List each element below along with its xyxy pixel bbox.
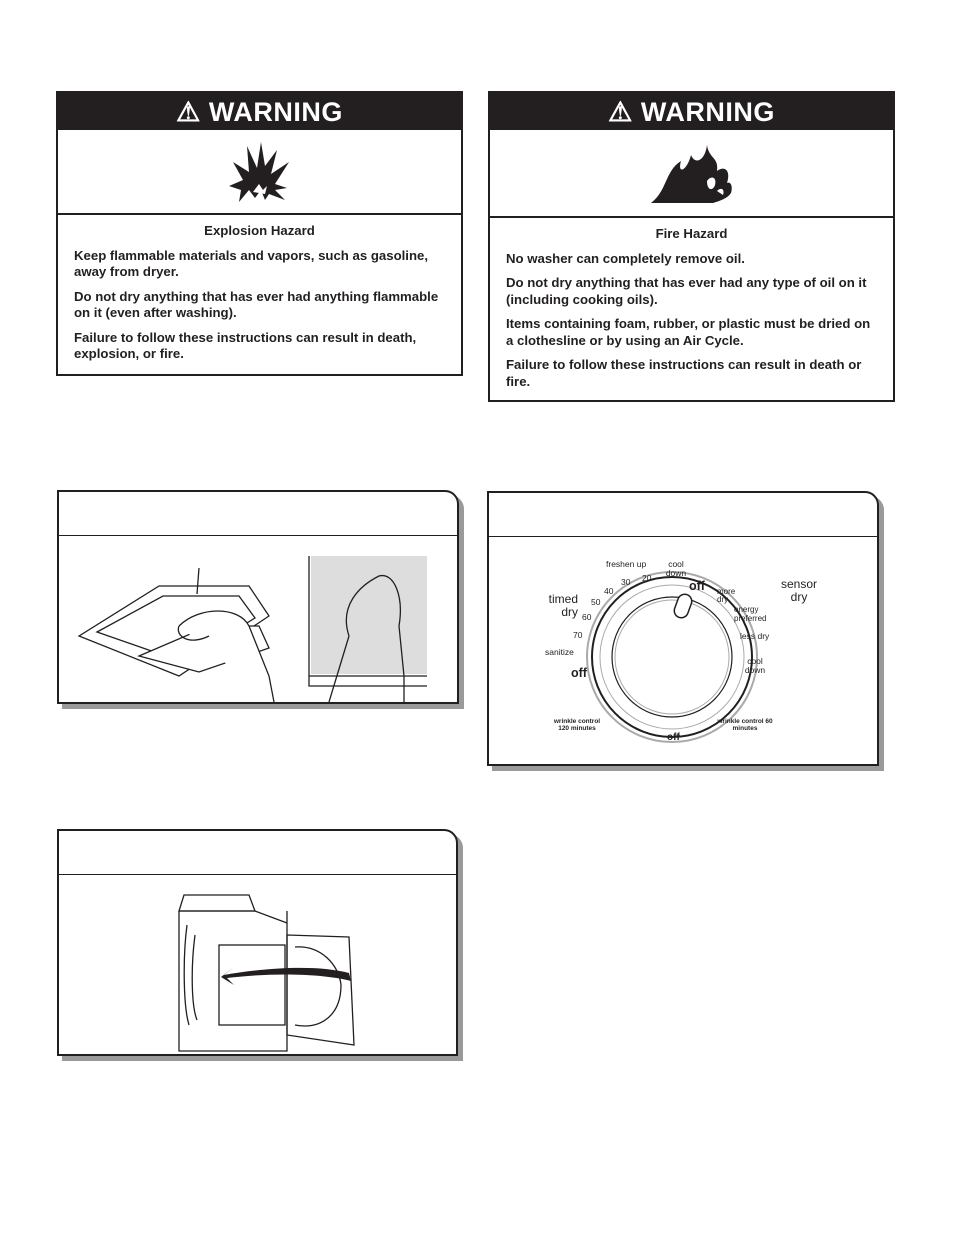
lint-screen-illustration (77, 556, 427, 703)
warning-header-text: WARNING (640, 97, 775, 127)
dial-label-sanitize: sanitize (545, 647, 574, 657)
dial-label-freshen-up: freshen up (606, 559, 647, 569)
dial-label-30: 30 (621, 577, 631, 587)
cycle-dial-panel (487, 491, 879, 766)
dial-label-sensor-dry: sensor dry (780, 577, 818, 604)
explosion-icon (58, 130, 461, 215)
warning-header: ⚠ WARNING (58, 93, 461, 130)
warning-text: Keep flammable materials and vapors, suc… (74, 247, 429, 280)
dial-knob-pointer (673, 593, 693, 619)
warning-text: Failure to follow these instructions can… (506, 357, 862, 389)
warning-text: Items containing foam, rubber, or plasti… (506, 316, 871, 348)
dial-label-20: 20 (642, 573, 652, 583)
dial-label-70: 70 (573, 630, 583, 640)
dial-label-cool-down-right: cool down (744, 656, 766, 675)
dial-label-40: 40 (604, 586, 614, 596)
fire-icon (490, 130, 893, 218)
warning-header: ⚠ WARNING (490, 93, 893, 130)
dial-label-off-bottom: off (667, 732, 680, 743)
dial-label-timed-dry: timed dry (548, 592, 578, 619)
dial-label-wrinkle-120: wrinkle control 120 minutes (553, 718, 601, 732)
dial-label-off: off (689, 579, 705, 593)
warning-text: Do not dry anything that has ever had an… (74, 288, 439, 321)
dial-label-50: 50 (591, 597, 601, 607)
warning-header-text: WARNING (208, 97, 343, 127)
dryer-door-illustration (178, 894, 355, 1052)
warning-text: Failure to follow these instructions can… (74, 329, 417, 362)
explosion-warning-box: ⚠ WARNING Explosion Hazard Keep flammabl… (56, 91, 463, 376)
cycle-control-dial[interactable] (572, 570, 772, 745)
dial-label-60: 60 (582, 612, 592, 622)
dial-label-off-left: off (571, 666, 587, 680)
hazard-title: Explosion Hazard (204, 223, 315, 238)
hazard-title: Fire Hazard (655, 226, 728, 241)
dial-label-energy-preferred: energy preferred (734, 605, 767, 623)
dial-label-wrinkle-60: wrinkle control 60 minutes (717, 718, 773, 732)
dial-label-cool-down: cool down (665, 559, 687, 578)
dial-label-less-dry: less dry (740, 631, 770, 641)
dryer-loading-illustration-panel (57, 829, 458, 1056)
dial-label-more-dry: more dry (717, 587, 736, 604)
warning-text: No washer can completely remove oil. (506, 250, 745, 266)
fire-warning-box: ⚠ WARNING Fire Hazard No washer can comp… (488, 91, 895, 402)
lint-screen-illustration-panel (57, 490, 459, 704)
warning-text: Do not dry anything that has ever had an… (506, 275, 867, 307)
